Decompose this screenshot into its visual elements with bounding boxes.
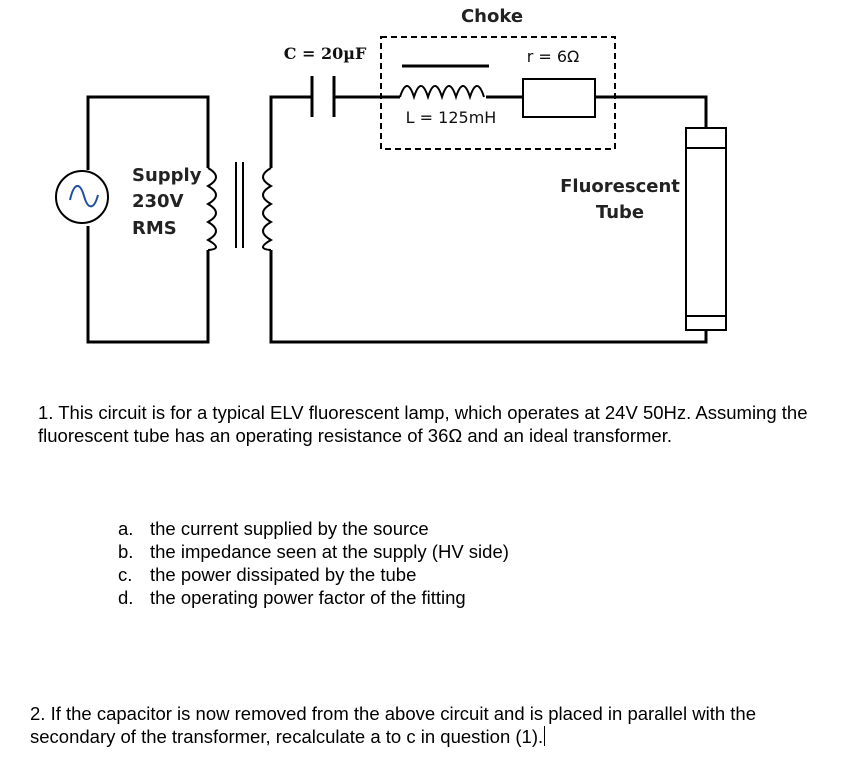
choke-label: Choke [461, 6, 523, 27]
question-1-parts: a.the current supplied by the source b.t… [118, 517, 509, 609]
secondary-wires [269, 95, 708, 344]
supply-label-line1: Supply [132, 165, 202, 186]
primary-wires [86, 95, 210, 344]
supply-label-line3: RMS [132, 218, 177, 239]
capacitor-icon [310, 76, 336, 117]
fluorescent-tube-icon [685, 127, 727, 331]
transformer-icon [205, 162, 274, 251]
question-2-text: 2. If the capacitor is now removed from … [30, 703, 756, 747]
list-item: a.the current supplied by the source [118, 518, 429, 539]
list-item: c.the power dissipated by the tube [118, 564, 417, 585]
tube-label-line2: Tube [596, 202, 644, 223]
resistor-label: r = 6Ω [527, 47, 580, 66]
choke-box [380, 36, 616, 150]
list-item: b.the impedance seen at the supply (HV s… [118, 541, 509, 562]
question-1-text: 1. This circuit is for a typical ELV flu… [38, 402, 808, 446]
tube-label-line1: Fluorescent [560, 176, 680, 197]
question-2[interactable]: 2. If the capacitor is now removed from … [30, 702, 830, 748]
resistor-icon [522, 78, 596, 118]
ac-source-icon [55, 170, 109, 224]
text-cursor [544, 726, 546, 746]
supply-label-line2: 230V [132, 191, 184, 212]
list-item: d.the operating power factor of the fitt… [118, 587, 466, 608]
inductor-label: L = 125mH [406, 108, 497, 127]
capacitor-label: C = 20µF [284, 44, 367, 63]
inductor-icon [399, 64, 489, 101]
